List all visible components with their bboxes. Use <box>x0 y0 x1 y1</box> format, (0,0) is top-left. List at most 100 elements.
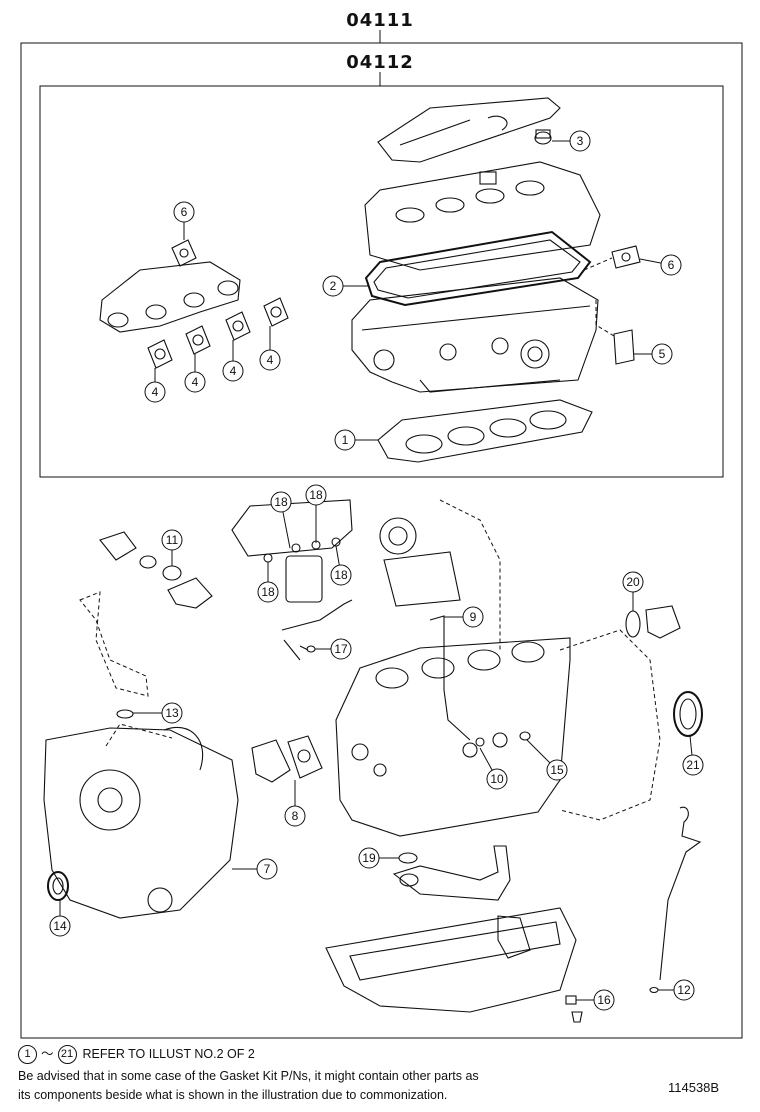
footer-ref-tilde: ～ <box>41 1047 54 1061</box>
callout-6: 6 <box>173 201 195 240</box>
footer-ref-start-badge: 1 <box>18 1045 37 1064</box>
callout-number: 6 <box>181 205 188 219</box>
callout-number: 4 <box>152 385 159 399</box>
callout-9: 9 <box>444 606 484 628</box>
oil-pan-part <box>325 907 577 1013</box>
callout-circle <box>259 349 281 371</box>
oil-dipstick-part <box>659 806 702 981</box>
callout-circle <box>257 581 279 603</box>
callout-number: 8 <box>292 809 299 823</box>
valve-cover-top-part <box>377 97 561 163</box>
footer-note-line-1: Be advised that in some case of the Gask… <box>18 1069 479 1083</box>
water-outlet-part <box>99 531 213 609</box>
callout-number: 18 <box>274 495 288 509</box>
callout-circle <box>173 201 195 223</box>
callout-16: 16 <box>576 989 615 1011</box>
callout-circle <box>322 275 344 297</box>
front-oil-seal-part <box>47 871 69 901</box>
head-gasket-part <box>377 399 593 463</box>
kit-label-inner: 04112 <box>346 52 414 73</box>
kit-frame-outer <box>20 42 743 1039</box>
illustration-id: 114538B <box>668 1080 720 1095</box>
callout-circle <box>284 805 306 827</box>
callout-circle <box>358 847 380 869</box>
oil-gauge-guide-part <box>429 615 471 741</box>
callout-number: 15 <box>550 763 564 777</box>
cylinder-head-cover-part <box>364 161 601 271</box>
callout-number: 6 <box>668 258 675 272</box>
callout-circle <box>222 360 244 382</box>
callout-circle <box>682 754 704 776</box>
footer-reference-line: 1 ～ 21 REFER TO ILLUST NO.2 OF 2 <box>18 1045 255 1064</box>
oil-strainer-part <box>392 845 511 901</box>
callout-number: 13 <box>165 706 179 720</box>
callout-18-2: 18 <box>305 484 327 543</box>
callout-21: 21 <box>682 735 704 776</box>
water-pump-part <box>251 735 323 783</box>
turbocharger-part <box>379 499 501 650</box>
callout-number: 1 <box>342 433 349 447</box>
cylinder-head-part <box>351 277 599 393</box>
callout-19: 19 <box>358 847 399 869</box>
callout-4-3: 4 <box>222 340 244 382</box>
callout-1: 1 <box>334 429 378 451</box>
callout-3: 3 <box>552 130 591 152</box>
callout-number: 9 <box>470 610 477 624</box>
callout-number: 16 <box>597 993 611 1007</box>
intake-pipe-part <box>79 591 149 697</box>
callout-4-2: 4 <box>184 354 206 393</box>
callout-number: 2 <box>330 279 337 293</box>
oil-cooler-part <box>231 499 353 603</box>
footer-note-line-2: its components beside what is shown in t… <box>18 1088 448 1102</box>
callout-8: 8 <box>284 780 306 827</box>
callout-circle <box>486 768 508 790</box>
timing-cover-part <box>43 723 239 919</box>
callout-number: 7 <box>264 862 271 876</box>
callout-7: 7 <box>232 858 278 880</box>
callout-number: 14 <box>53 919 67 933</box>
callout-circle <box>49 915 71 937</box>
callout-number: 18 <box>309 488 323 502</box>
callout-13: 13 <box>133 702 183 724</box>
callout-number: 18 <box>261 585 275 599</box>
cylinder-block-part <box>335 637 571 837</box>
kit-frame-inner <box>39 85 724 478</box>
callout-6-2: 6 <box>639 254 682 276</box>
callout-20: 20 <box>622 571 644 611</box>
callout-circle <box>622 571 644 593</box>
callout-circle <box>334 429 356 451</box>
callout-number: 4 <box>230 364 237 378</box>
callout-11: 11 <box>161 529 183 566</box>
callout-number: 20 <box>626 575 640 589</box>
callout-14: 14 <box>49 900 71 937</box>
callout-5: 5 <box>634 343 673 365</box>
callout-15: 15 <box>526 739 568 781</box>
callout-circle <box>305 484 327 506</box>
callout-18-4: 18 <box>257 562 279 603</box>
thermostat-cover-part <box>625 605 681 639</box>
callout-circle <box>330 638 352 660</box>
callout-circle <box>546 759 568 781</box>
footer-ref-text: REFER TO ILLUST NO.2 OF 2 <box>82 1047 255 1061</box>
callout-circle <box>673 979 695 1001</box>
callout-number: 3 <box>577 134 584 148</box>
callout-12: 12 <box>658 979 695 1001</box>
callout-2: 2 <box>322 275 368 297</box>
rear-oil-seal-part <box>673 691 703 737</box>
callout-circle <box>161 702 183 724</box>
callout-number: 11 <box>166 533 179 547</box>
callout-circle <box>660 254 682 276</box>
callout-number: 21 <box>686 758 700 772</box>
callout-circle <box>144 381 166 403</box>
callout-18: 18 <box>270 491 292 549</box>
callout-number: 19 <box>362 851 376 865</box>
head-cover-gasket-part <box>364 230 592 307</box>
manifold-gasket-parts <box>147 239 641 369</box>
kit-label-outer: 04111 <box>346 10 414 31</box>
exhaust-manifold-part <box>99 261 241 333</box>
callout-4-4: 4 <box>259 326 281 371</box>
callout-circle <box>256 858 278 880</box>
callout-number: 12 <box>677 983 691 997</box>
callout-circle <box>462 606 484 628</box>
callout-10: 10 <box>479 747 508 790</box>
